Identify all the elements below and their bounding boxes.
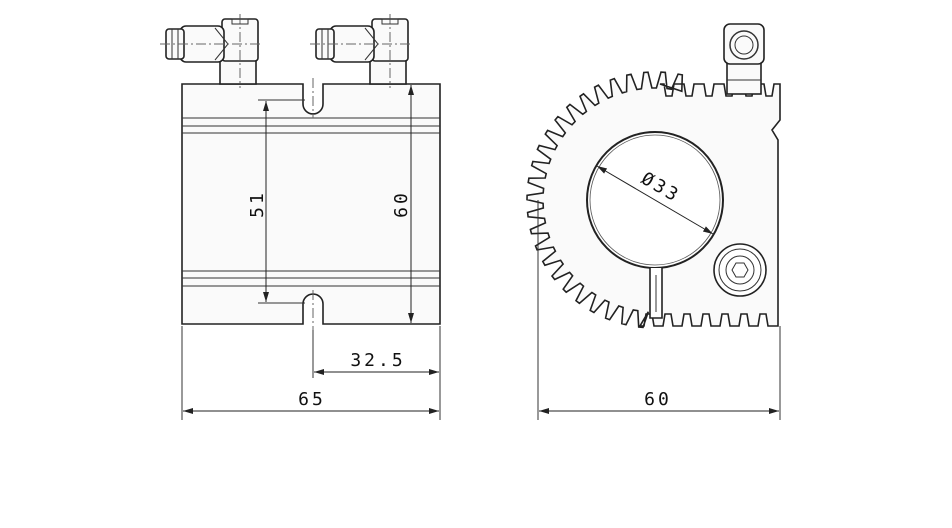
air-fitting-right: [310, 14, 412, 88]
air-fitting-left: [160, 14, 262, 88]
side-view-body: [181, 83, 441, 325]
dim-total-width-front: 60: [644, 389, 672, 410]
side-view: 51 60 32.5 65: [160, 14, 441, 420]
dim-half-width: 32.5: [350, 350, 405, 371]
dim-total-width-side: 65: [298, 389, 326, 410]
dim-outer-height: 60: [391, 190, 412, 218]
air-fitting-top: [723, 23, 765, 95]
clamp-screw: [713, 243, 767, 297]
dim-inner-height: 51: [247, 190, 268, 218]
front-view: Ø33 60: [526, 23, 781, 420]
